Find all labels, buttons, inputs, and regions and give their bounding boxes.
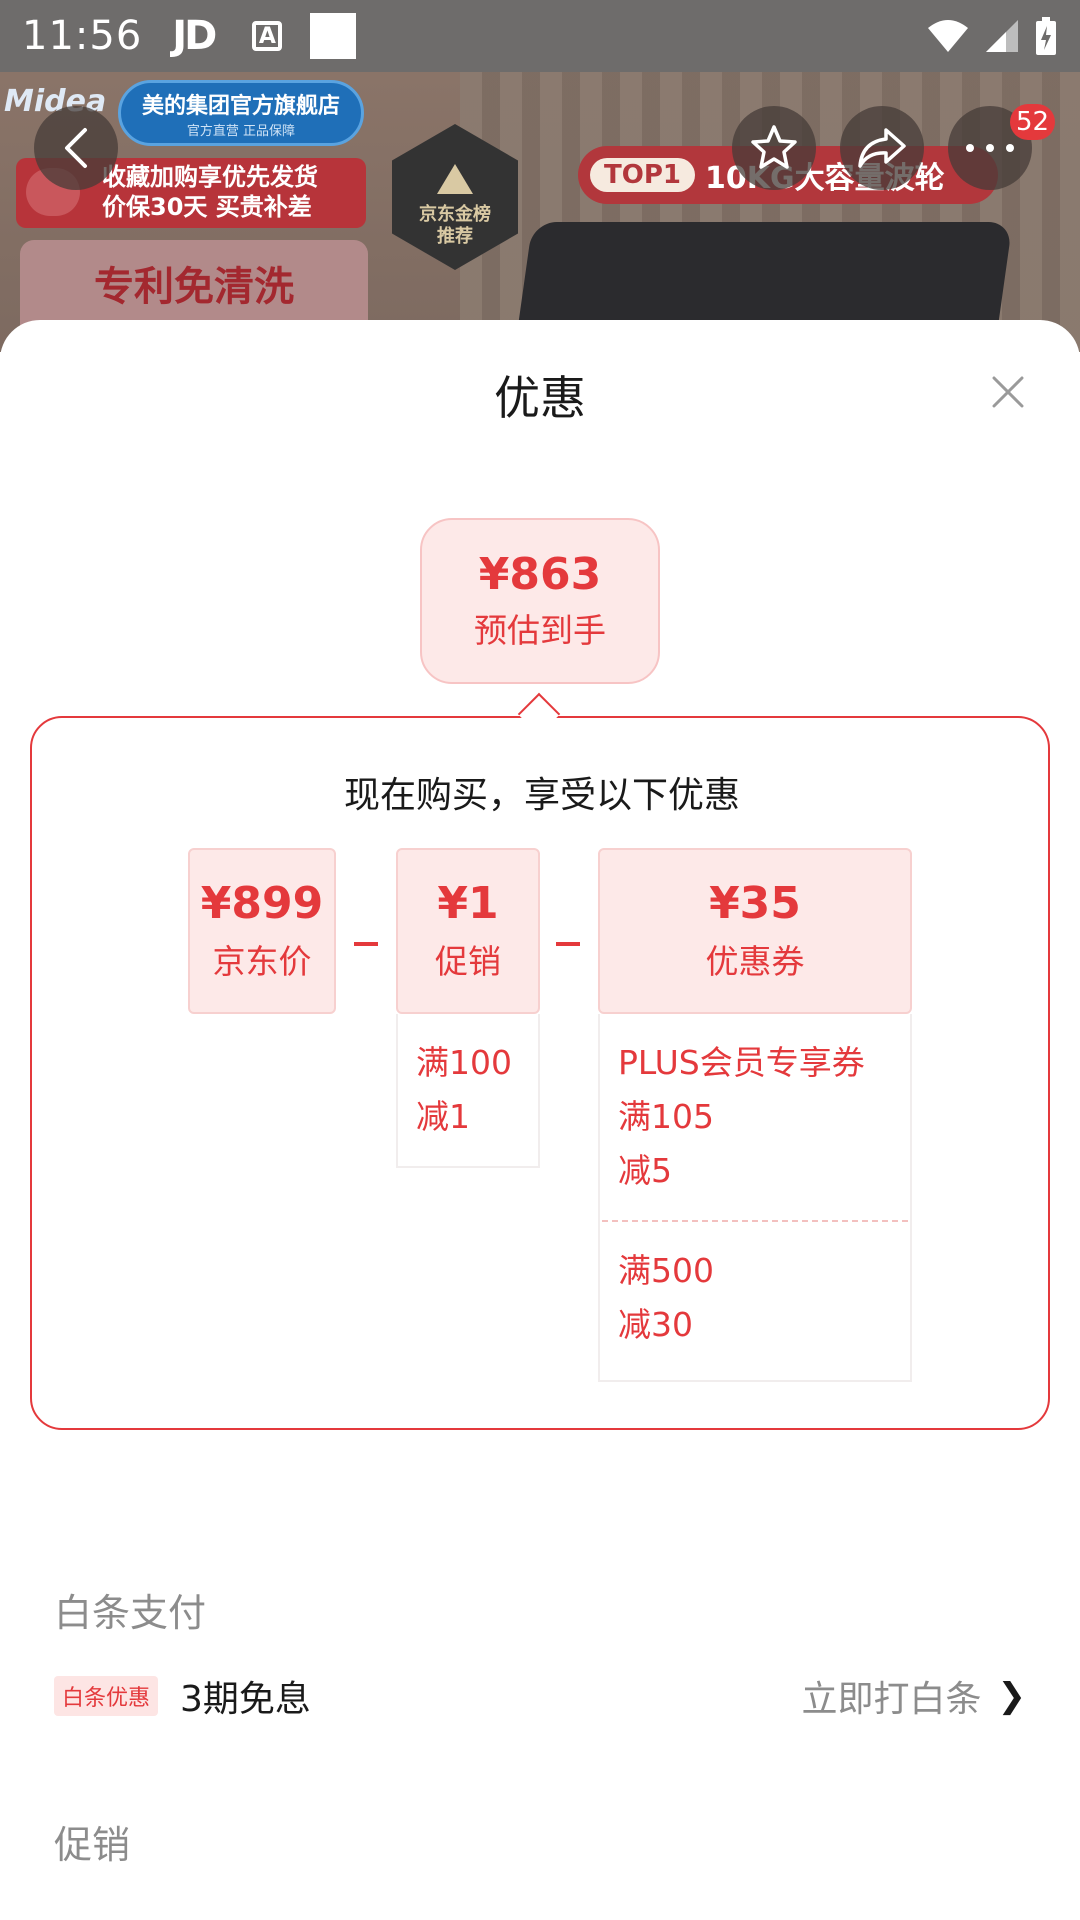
promotion-box: ¥1 促销 bbox=[396, 848, 540, 1014]
promotion-detail: 满100 减1 bbox=[396, 1014, 540, 1168]
chevron-left-icon bbox=[65, 128, 87, 168]
store-name: 美的集团官方旗舰店 bbox=[141, 93, 340, 119]
promo-line-1: 收藏加购享优先发货 bbox=[102, 163, 318, 191]
status-time: 11:56 bbox=[22, 13, 143, 59]
jd-price-label: 京东价 bbox=[212, 942, 312, 981]
store-subtitle: 官方直营 正品保障 bbox=[186, 123, 296, 139]
top-pill: TOP1 bbox=[590, 158, 695, 192]
baitiao-link[interactable]: 立即打白条 ❯ bbox=[801, 1670, 1026, 1722]
coupon-box: ¥35 优惠券 bbox=[598, 848, 912, 1014]
promotion-section-title: 促销 bbox=[54, 1823, 131, 1867]
jd-app-indicator: JD bbox=[172, 13, 217, 59]
signal-icon bbox=[986, 20, 1018, 52]
coupon-detail-list: PLUS会员专享券 满105 减5 满500 减30 bbox=[598, 1014, 912, 1382]
rank-logo-icon bbox=[437, 164, 473, 194]
baitiao-tag: 白条优惠 bbox=[54, 1676, 159, 1716]
promo-line-2: 价保30天 买贵补差 bbox=[102, 193, 312, 221]
back-button[interactable] bbox=[34, 106, 118, 190]
jd-price-box: ¥899 京东价 bbox=[188, 848, 336, 1014]
promotion-label: 促销 bbox=[435, 942, 501, 981]
share-icon bbox=[858, 128, 906, 168]
store-badge: 美的集团官方旗舰店 官方直营 正品保障 bbox=[118, 80, 364, 146]
jd-price-value: ¥899 bbox=[200, 878, 324, 929]
discount-bottom-sheet: 优惠 ¥863 预估到手 现在购买，享受以下优惠 ¥899 京东价 ¥1 促销 … bbox=[0, 320, 1080, 1920]
status-bar: 11:56 JD A bbox=[0, 0, 1080, 72]
promotion-rule: 满100 减1 bbox=[416, 1043, 512, 1136]
more-dots-icon bbox=[966, 144, 1014, 152]
sheet-title: 优惠 bbox=[494, 371, 586, 425]
a-notification-icon: A bbox=[252, 21, 283, 51]
coupon-rule: PLUS会员专享券 满105 减5 bbox=[618, 1043, 865, 1190]
rank-badge-line-1: 京东金榜 bbox=[419, 204, 491, 225]
square-notification-icon bbox=[310, 13, 357, 59]
discount-breakdown-panel: 现在购买，享受以下优惠 ¥899 京东价 ¥1 促销 ¥35 优惠券 满100 … bbox=[30, 716, 1050, 1430]
message-count-badge: 52 bbox=[1010, 104, 1056, 140]
coupon-rule: 满500 减30 bbox=[618, 1251, 714, 1344]
baitiao-offer-text: 3期免息 bbox=[180, 1679, 311, 1720]
battery-charging-icon bbox=[1036, 17, 1056, 55]
estimated-price-card: ¥863 预估到手 bbox=[420, 518, 660, 684]
divider bbox=[602, 1220, 908, 1222]
panel-title: 现在购买，享受以下优惠 bbox=[343, 775, 740, 816]
minus-sign bbox=[556, 942, 580, 946]
close-icon[interactable] bbox=[988, 372, 1028, 412]
star-icon bbox=[751, 125, 797, 169]
coupon-label: 优惠券 bbox=[705, 942, 805, 981]
estimated-price-label: 预估到手 bbox=[474, 611, 606, 650]
promo-banner: 收藏加购享优先发货 价保30天 买贵补差 bbox=[16, 158, 366, 228]
favorite-button[interactable] bbox=[732, 106, 816, 190]
baitiao-row[interactable]: 白条优惠 3期免息 立即打白条 ❯ bbox=[54, 1666, 1026, 1726]
chevron-right-icon: ❯ bbox=[997, 1676, 1027, 1716]
wifi-icon bbox=[928, 20, 968, 52]
minus-sign bbox=[354, 942, 378, 946]
coupon-value: ¥35 bbox=[709, 878, 801, 929]
baitiao-section-title: 白条支付 bbox=[54, 1591, 207, 1635]
share-button[interactable] bbox=[840, 106, 924, 190]
product-image-banner: Midea 美的集团官方旗舰店 官方直营 正品保障 收藏加购享优先发货 价保30… bbox=[0, 72, 1080, 352]
rank-badge-line-2: 推荐 bbox=[437, 226, 473, 247]
estimated-price: ¥863 bbox=[478, 549, 602, 600]
baitiao-link-label: 立即打白条 bbox=[801, 1679, 982, 1720]
promotion-value: ¥1 bbox=[437, 878, 499, 929]
